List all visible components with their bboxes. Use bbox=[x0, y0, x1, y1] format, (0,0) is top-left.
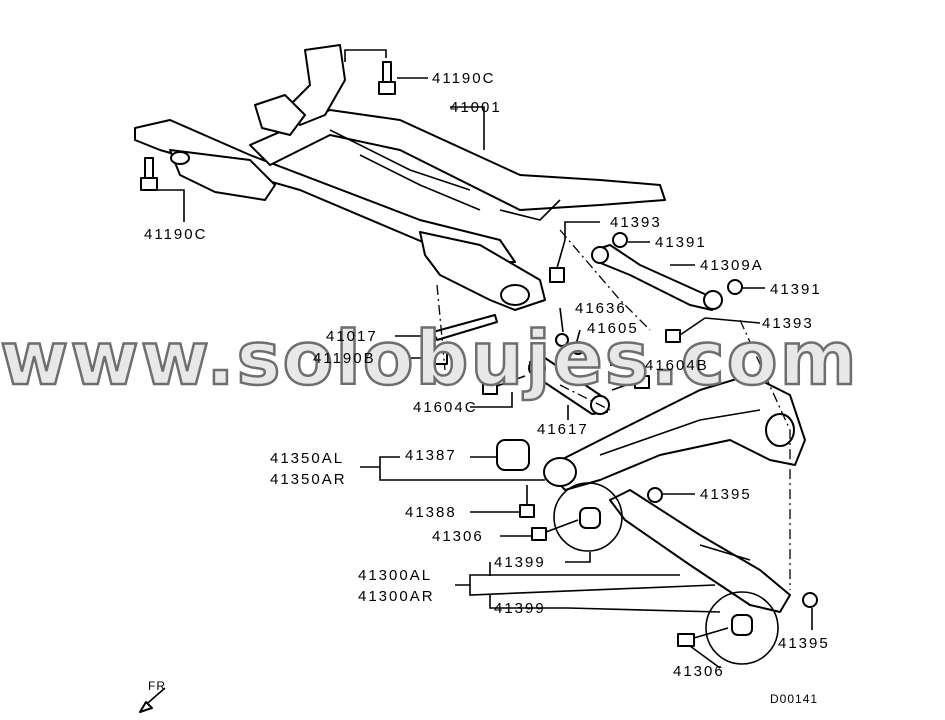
bolt-41306-top bbox=[531, 519, 579, 541]
lower-arm-41300 bbox=[609, 489, 791, 613]
label-41393-top: 41393 bbox=[610, 214, 662, 231]
bolt-41306-bottom bbox=[677, 627, 729, 647]
label-41306-bottom: 41306 bbox=[673, 663, 725, 680]
label-41393-mid: 41393 bbox=[762, 315, 814, 332]
link-41617 bbox=[528, 357, 610, 415]
bolt-41190c-top bbox=[378, 61, 396, 95]
bushing-41399-bottom bbox=[731, 614, 753, 636]
bolt-41604c bbox=[482, 375, 526, 395]
label-41604c: 41604C bbox=[413, 399, 478, 416]
bolt-41604b bbox=[611, 375, 650, 391]
watermark-text: www.solobujes.com bbox=[0, 316, 859, 402]
bolt-41190c-left bbox=[140, 157, 158, 191]
label-41300al: 41300AL bbox=[358, 567, 432, 584]
label-41387: 41387 bbox=[405, 447, 457, 464]
label-41391-top: 41391 bbox=[655, 234, 707, 251]
label-41604b: 41604B bbox=[645, 357, 709, 374]
label-41300ar: 41300AR bbox=[358, 588, 435, 605]
bushing-highlight-bottom bbox=[705, 591, 779, 665]
label-41605: 41605 bbox=[587, 320, 639, 337]
label-41001: 41001 bbox=[450, 99, 502, 116]
bushing-41399-top bbox=[579, 507, 601, 529]
label-41636: 41636 bbox=[575, 300, 627, 317]
label-41350ar: 41350AR bbox=[270, 471, 347, 488]
fr-label: FR bbox=[148, 679, 166, 693]
knuckle-41350 bbox=[543, 374, 806, 491]
front-arrow-icon bbox=[139, 687, 166, 713]
bolt-41393-mid bbox=[665, 317, 706, 343]
label-41017: 41017 bbox=[326, 328, 378, 345]
label-41350al: 41350AL bbox=[270, 450, 344, 467]
label-41399-bottom: 41399 bbox=[494, 600, 546, 617]
label-41306-top: 41306 bbox=[432, 528, 484, 545]
label-41391-right: 41391 bbox=[770, 281, 822, 298]
label-41399-top: 41399 bbox=[494, 554, 546, 571]
bushing-highlight-top bbox=[553, 482, 623, 552]
leader-lines bbox=[156, 49, 813, 669]
bushing-41387 bbox=[496, 439, 530, 471]
label-41388: 41388 bbox=[405, 504, 457, 521]
label-41395-top: 41395 bbox=[700, 486, 752, 503]
upper-arm-41309a bbox=[591, 244, 723, 311]
label-41190c-left: 41190C bbox=[144, 226, 207, 243]
nuts bbox=[555, 232, 818, 608]
label-41617: 41617 bbox=[537, 421, 589, 438]
label-41309a: 41309A bbox=[700, 257, 764, 274]
bolt-41393-top bbox=[549, 239, 566, 283]
subframe-41001 bbox=[134, 44, 666, 311]
label-41395-bottom: 41395 bbox=[778, 635, 830, 652]
label-41190c-top: 41190C bbox=[432, 70, 495, 87]
bracket-41017 bbox=[432, 314, 498, 341]
bolt-41388 bbox=[519, 485, 535, 518]
label-41190b: 41190B bbox=[313, 350, 376, 367]
diagram-code: D00141 bbox=[770, 692, 818, 706]
